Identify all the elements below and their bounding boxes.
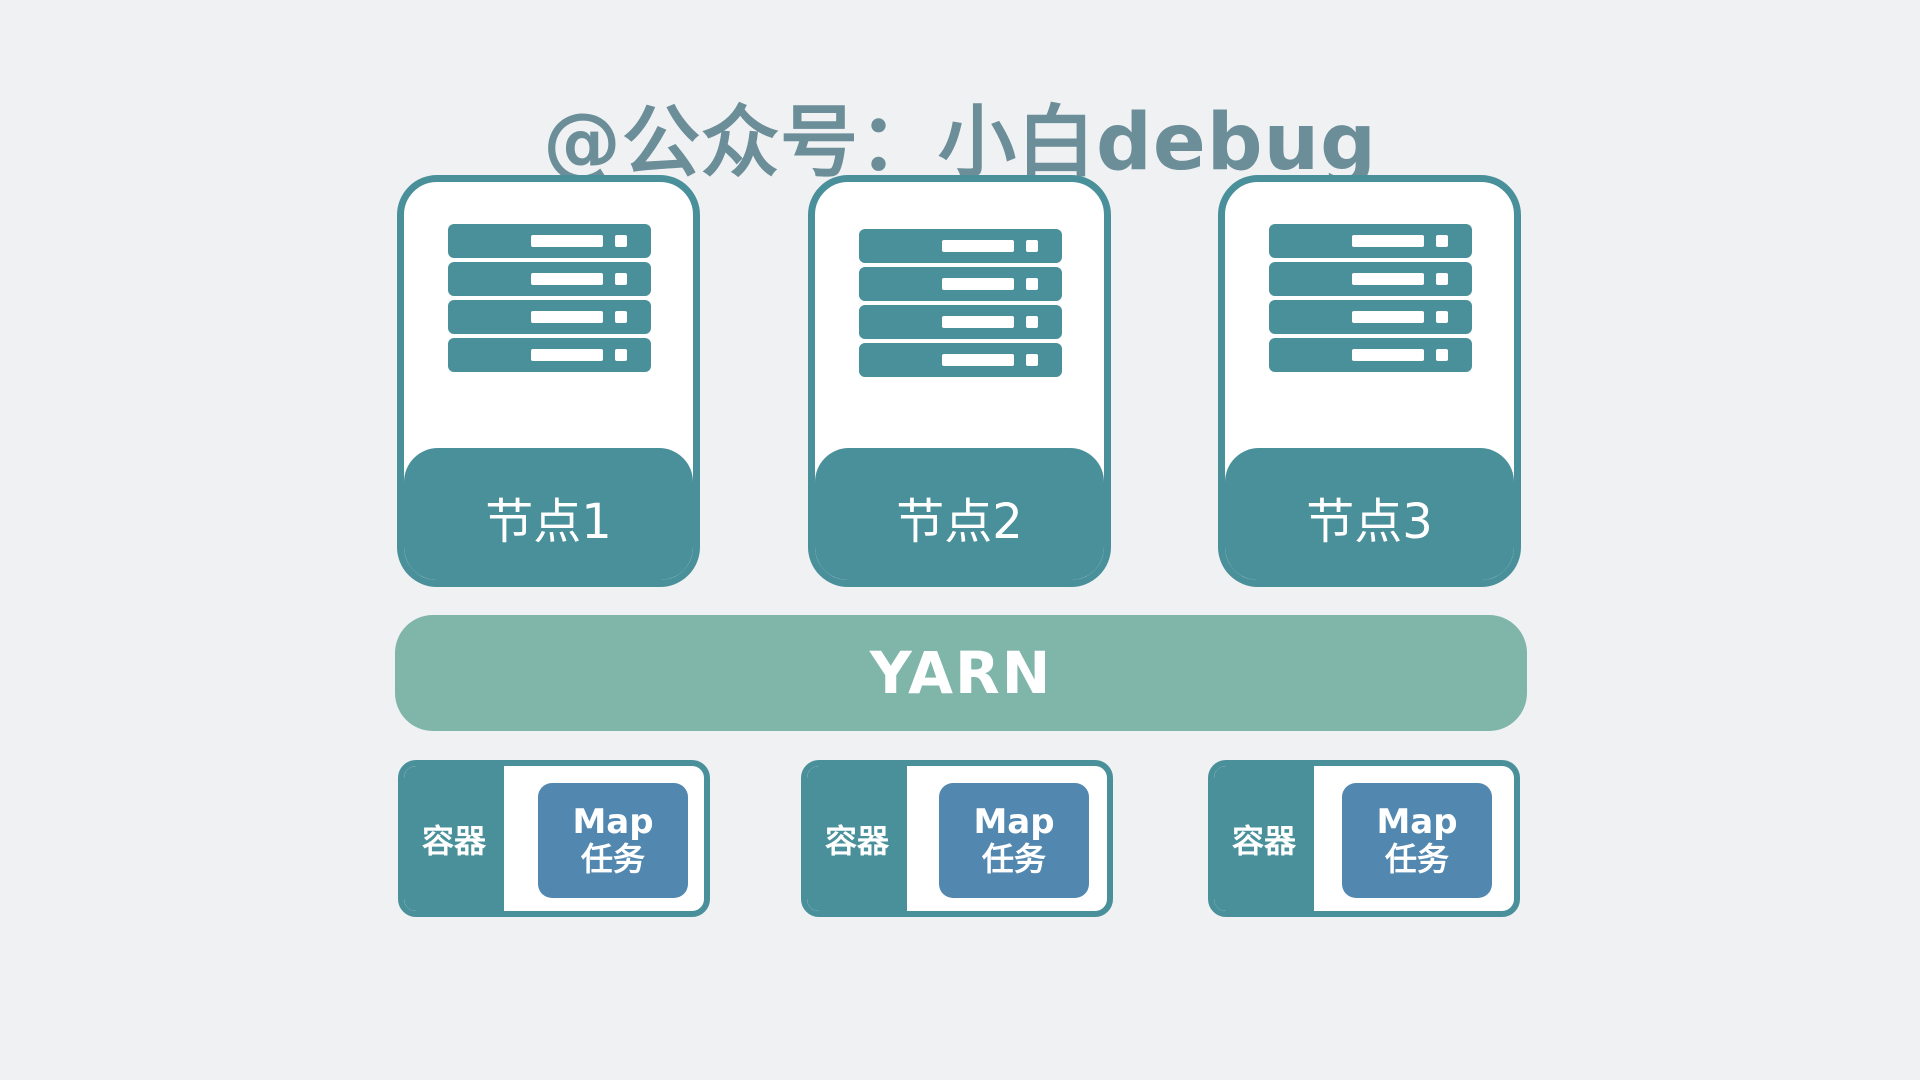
node-label: 节点1 <box>485 494 612 550</box>
node-footer: 节点3 <box>1225 448 1514 580</box>
container-label: 容器 <box>421 821 486 860</box>
map-task: Map 任务 <box>1342 783 1492 898</box>
yarn-bar: YARN <box>395 615 1527 731</box>
container-label-block: 容器 <box>404 766 504 911</box>
server-rack-icon <box>448 224 651 376</box>
server-rack-icon <box>859 229 1062 381</box>
node-label: 节点2 <box>896 494 1023 550</box>
container-3: 容器 Map 任务 <box>1208 760 1520 917</box>
container-1: 容器 Map 任务 <box>398 760 710 917</box>
map-task: Map 任务 <box>939 783 1089 898</box>
map-task-sub: 任务 <box>1384 839 1449 878</box>
map-task-sub: 任务 <box>981 839 1046 878</box>
node-label: 节点3 <box>1306 494 1433 550</box>
map-task: Map 任务 <box>538 783 688 898</box>
map-task-title: Map <box>1376 802 1458 843</box>
container-label: 容器 <box>1231 821 1296 860</box>
server-rack-icon <box>1269 224 1472 376</box>
map-task-title: Map <box>973 802 1055 843</box>
map-task-title: Map <box>572 802 654 843</box>
node-1: 节点1 <box>397 175 700 587</box>
container-label: 容器 <box>824 821 889 860</box>
node-footer: 节点2 <box>815 448 1104 580</box>
map-task-sub: 任务 <box>580 839 645 878</box>
watermark: @公众号：小白debug <box>543 98 1377 188</box>
container-2: 容器 Map 任务 <box>801 760 1113 917</box>
node-3: 节点3 <box>1218 175 1521 587</box>
container-label-block: 容器 <box>1214 766 1314 911</box>
container-label-block: 容器 <box>807 766 907 911</box>
yarn-label: YARN <box>869 639 1053 707</box>
node-footer: 节点1 <box>404 448 693 580</box>
node-2: 节点2 <box>808 175 1111 587</box>
